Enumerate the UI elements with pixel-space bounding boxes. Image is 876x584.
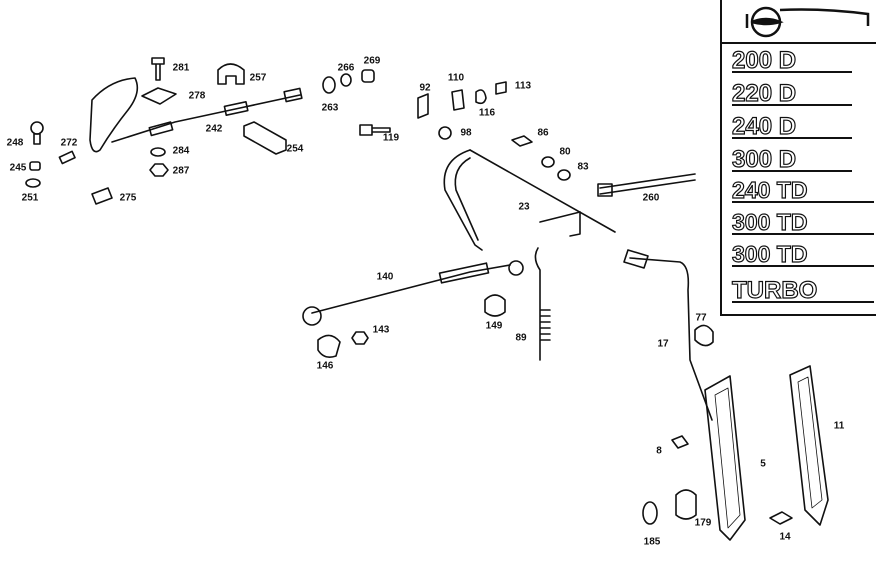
part-label: 14 [779, 531, 791, 543]
badge-300d: 300 D [730, 145, 875, 174]
part-83 [557, 169, 571, 181]
part-label: 245 [9, 162, 27, 174]
part-14 [769, 511, 793, 525]
part-143 [351, 331, 369, 345]
part-242-cable [111, 94, 301, 143]
part-8 [671, 435, 689, 449]
badge-text: 300 TD [732, 241, 807, 267]
part-label: 116 [478, 107, 496, 119]
part-label: 89 [515, 332, 527, 344]
part-label: 17 [657, 338, 669, 350]
badge-text: 240 D [732, 113, 796, 140]
part-257 [217, 63, 245, 85]
badge-turbo: TURBO [730, 276, 875, 305]
part-label: 269 [363, 55, 381, 67]
part-251 [25, 178, 41, 188]
part-label: 110 [447, 72, 465, 84]
part-80 [541, 156, 555, 168]
part-260 [599, 173, 696, 195]
badge-text: 240 TD [732, 177, 807, 203]
part-label: 92 [419, 82, 431, 94]
part-5-pedal [704, 375, 746, 541]
part-11-pad [789, 365, 829, 526]
part-23-shaft [469, 149, 616, 233]
part-label: 143 [372, 324, 390, 336]
part-label: 272 [60, 137, 78, 149]
part-label: 86 [537, 127, 549, 139]
part-hand-lever [89, 77, 139, 153]
badge-240d: 240 D [730, 112, 875, 141]
part-label: 284 [172, 145, 190, 157]
part-label: 260 [642, 192, 660, 204]
part-label: 257 [249, 72, 267, 84]
part-185 [642, 501, 658, 525]
part-275 [91, 187, 113, 205]
part-label: 248 [6, 137, 24, 149]
part-110 [451, 89, 465, 111]
part-284 [150, 147, 166, 157]
part-label: 149 [485, 320, 503, 332]
part-179 [675, 489, 697, 520]
badge-text: 220 D [732, 80, 796, 107]
part-149 [484, 294, 506, 317]
part-label: 185 [643, 536, 661, 548]
part-278 [141, 87, 177, 105]
part-98 [438, 126, 452, 140]
part-86 [511, 135, 533, 147]
part-116 [475, 89, 487, 105]
part-label: 77 [695, 312, 707, 324]
part-92 [417, 93, 429, 119]
part-label: 5 [760, 458, 766, 470]
part-label: 140 [376, 271, 394, 283]
part-label: 113 [514, 80, 532, 92]
part-label: 146 [316, 360, 334, 372]
part-248-knob [30, 121, 44, 135]
part-label: 23 [518, 201, 530, 213]
mercedes-logo-icon [722, 0, 876, 44]
part-label: 119 [382, 132, 400, 144]
part-89-spring [534, 247, 551, 361]
badge-220d: 220 D [730, 79, 875, 108]
badge-300td: 300 TD [730, 208, 875, 236]
model-badges-panel: 200 D 220 D 240 D 300 D 240 TD 300 TD 30… [720, 0, 876, 316]
part-272 [58, 150, 76, 165]
part-146 [317, 334, 341, 358]
part-label: 254 [286, 143, 304, 155]
badge-text: TURBO [732, 277, 817, 304]
part-label: 11 [833, 420, 845, 432]
badge-300td-2: 300 TD [730, 240, 875, 268]
part-281 [151, 57, 165, 81]
part-label: 242 [205, 123, 223, 135]
part-label: 287 [172, 165, 190, 177]
part-113 [495, 81, 507, 95]
part-label: 251 [21, 192, 39, 204]
badge-text: 300 D [732, 146, 796, 173]
part-label: 263 [321, 102, 339, 114]
part-119 [359, 124, 391, 136]
part-254 [243, 121, 287, 155]
part-287 [149, 163, 169, 177]
part-label: 281 [172, 62, 190, 74]
part-245 [29, 161, 41, 171]
part-77 [694, 324, 714, 347]
part-269 [361, 69, 375, 83]
part-263 [322, 76, 336, 94]
badge-text: 300 TD [732, 209, 807, 235]
badge-200d: 200 D [730, 46, 875, 75]
part-label: 266 [337, 62, 355, 74]
badge-text: 200 D [732, 47, 796, 74]
part-label: 98 [460, 127, 472, 139]
part-label: 179 [694, 517, 712, 529]
part-label: 83 [577, 161, 589, 173]
part-label: 275 [119, 192, 137, 204]
part-17-rod [629, 257, 713, 421]
part-label: 278 [188, 90, 206, 102]
part-266 [340, 73, 352, 87]
part-140-rod [311, 264, 511, 314]
part-label: 8 [656, 445, 662, 457]
part-label: 80 [559, 146, 571, 158]
badge-240td: 240 TD [730, 176, 875, 204]
